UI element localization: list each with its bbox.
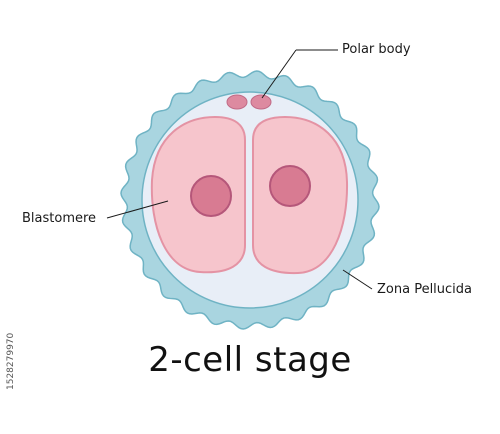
- diagram-title: 2-cell stage: [148, 340, 352, 380]
- blastomere-leader: [106, 200, 169, 219]
- zona-leader: [342, 269, 373, 290]
- watermark-id: 1528279970: [6, 332, 16, 390]
- nucleus-right: [269, 165, 311, 207]
- polar-body-leader: [261, 49, 297, 99]
- polar-body-label: Polar body: [342, 42, 411, 57]
- blastomere-label: Blastomere: [22, 211, 97, 226]
- zona-pellucida-label: Zona Pellucida: [377, 282, 473, 297]
- polar-body-1: [226, 94, 248, 110]
- nucleus-left: [190, 175, 232, 217]
- polar-body-2: [250, 94, 272, 110]
